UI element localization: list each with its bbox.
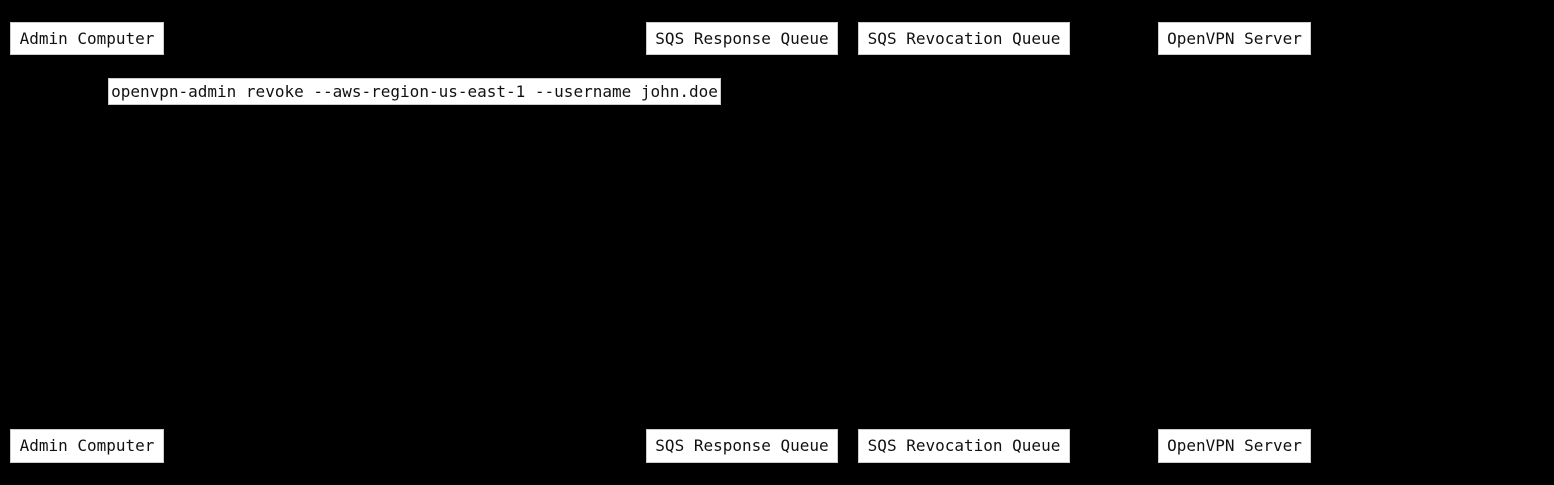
- participant-box-openvpn-server-bottom: OpenVPN Server: [1158, 429, 1311, 463]
- participant-box-openvpn-server-top: OpenVPN Server: [1158, 22, 1311, 55]
- participant-box-sqs-response-queue-bottom: SQS Response Queue: [646, 429, 838, 463]
- participant-box-admin-computer-top: Admin Computer: [10, 22, 164, 55]
- participant-box-admin-computer-bottom: Admin Computer: [10, 429, 164, 463]
- message-label-revoke-command: openvpn-admin revoke --aws-region-us-eas…: [108, 78, 721, 105]
- participant-box-sqs-revocation-queue-top: SQS Revocation Queue: [858, 22, 1070, 55]
- participant-box-sqs-response-queue-top: SQS Response Queue: [646, 22, 838, 55]
- participant-box-sqs-revocation-queue-bottom: SQS Revocation Queue: [858, 429, 1070, 463]
